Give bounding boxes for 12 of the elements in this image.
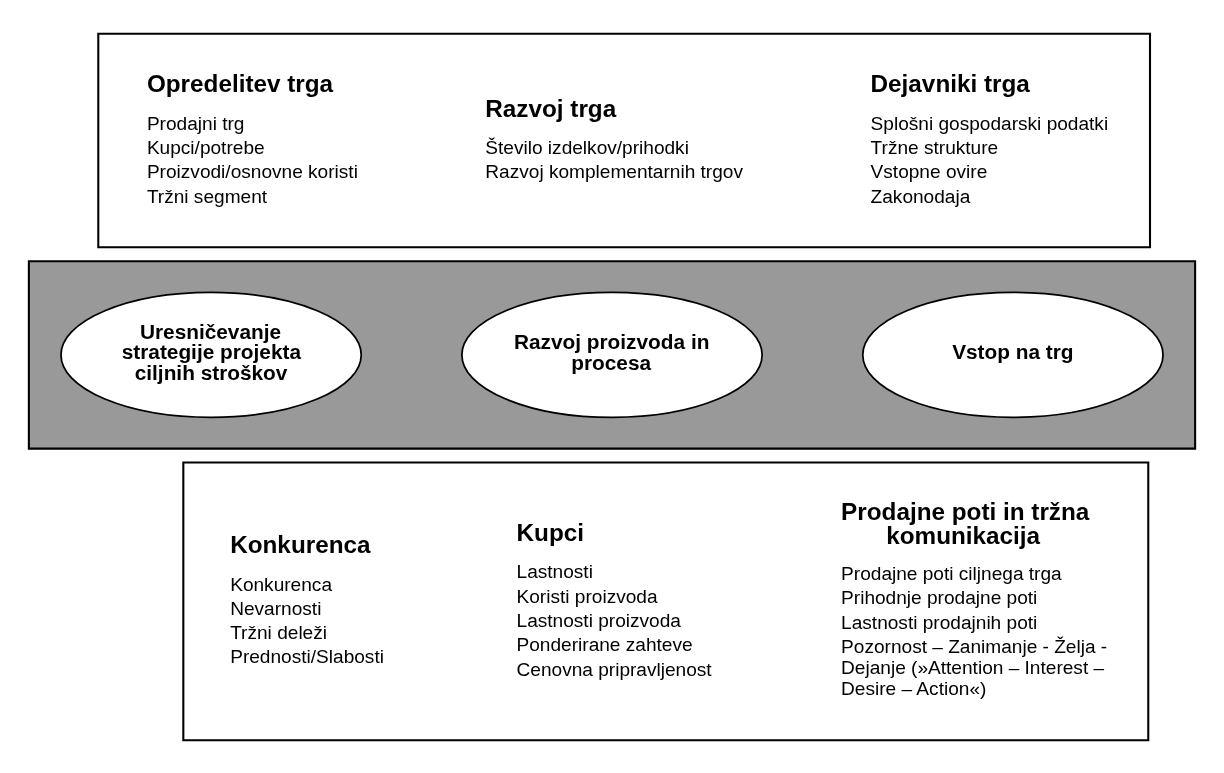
- node-text: Prodajne poti in tržna komunikacija Prodajne poti ciljnega trga Prihodnje prodajne poti Lastnosti prodajnih poti Pozornost – Zanimanje - Želja - Dejanje (»Attention – Interest – Desire – Action«): [841, 497, 1108, 699]
- node-ellipse: Vstop na trg: [861, 291, 1164, 418]
- node-text: Kupci Lastnosti Koristi proizvoda Lastnosti proizvoda Ponderirane zahteve Cenovna pripravljenost: [516, 518, 712, 680]
- node-ellipse: Uresničevanje strategije projekta ciljnih stroškov: [60, 291, 363, 418]
- node-text: Razvoj trga Število izdelkov/prihodki Razvoj komplementarnih trgov: [485, 94, 743, 182]
- node-ellipse: Razvoj proizvoda in procesa: [461, 291, 763, 418]
- node-text: Dejavniki trga Splošni gospodarski podatki Tržne strukture Vstopne ovire Zakonodaja: [870, 69, 1109, 207]
- node-text: Opredelitev trga Prodajni trg Kupci/potrebe Proizvodi/osnovne koristi Tržni segment: [146, 69, 358, 207]
- cluster: [27, 259, 1197, 450]
- cluster: [182, 460, 1150, 741]
- cluster: [97, 32, 1152, 248]
- node-text: Konkurenca Konkurenca Nevarnosti Tržni deleži Prednosti/Slabosti: [230, 530, 384, 667]
